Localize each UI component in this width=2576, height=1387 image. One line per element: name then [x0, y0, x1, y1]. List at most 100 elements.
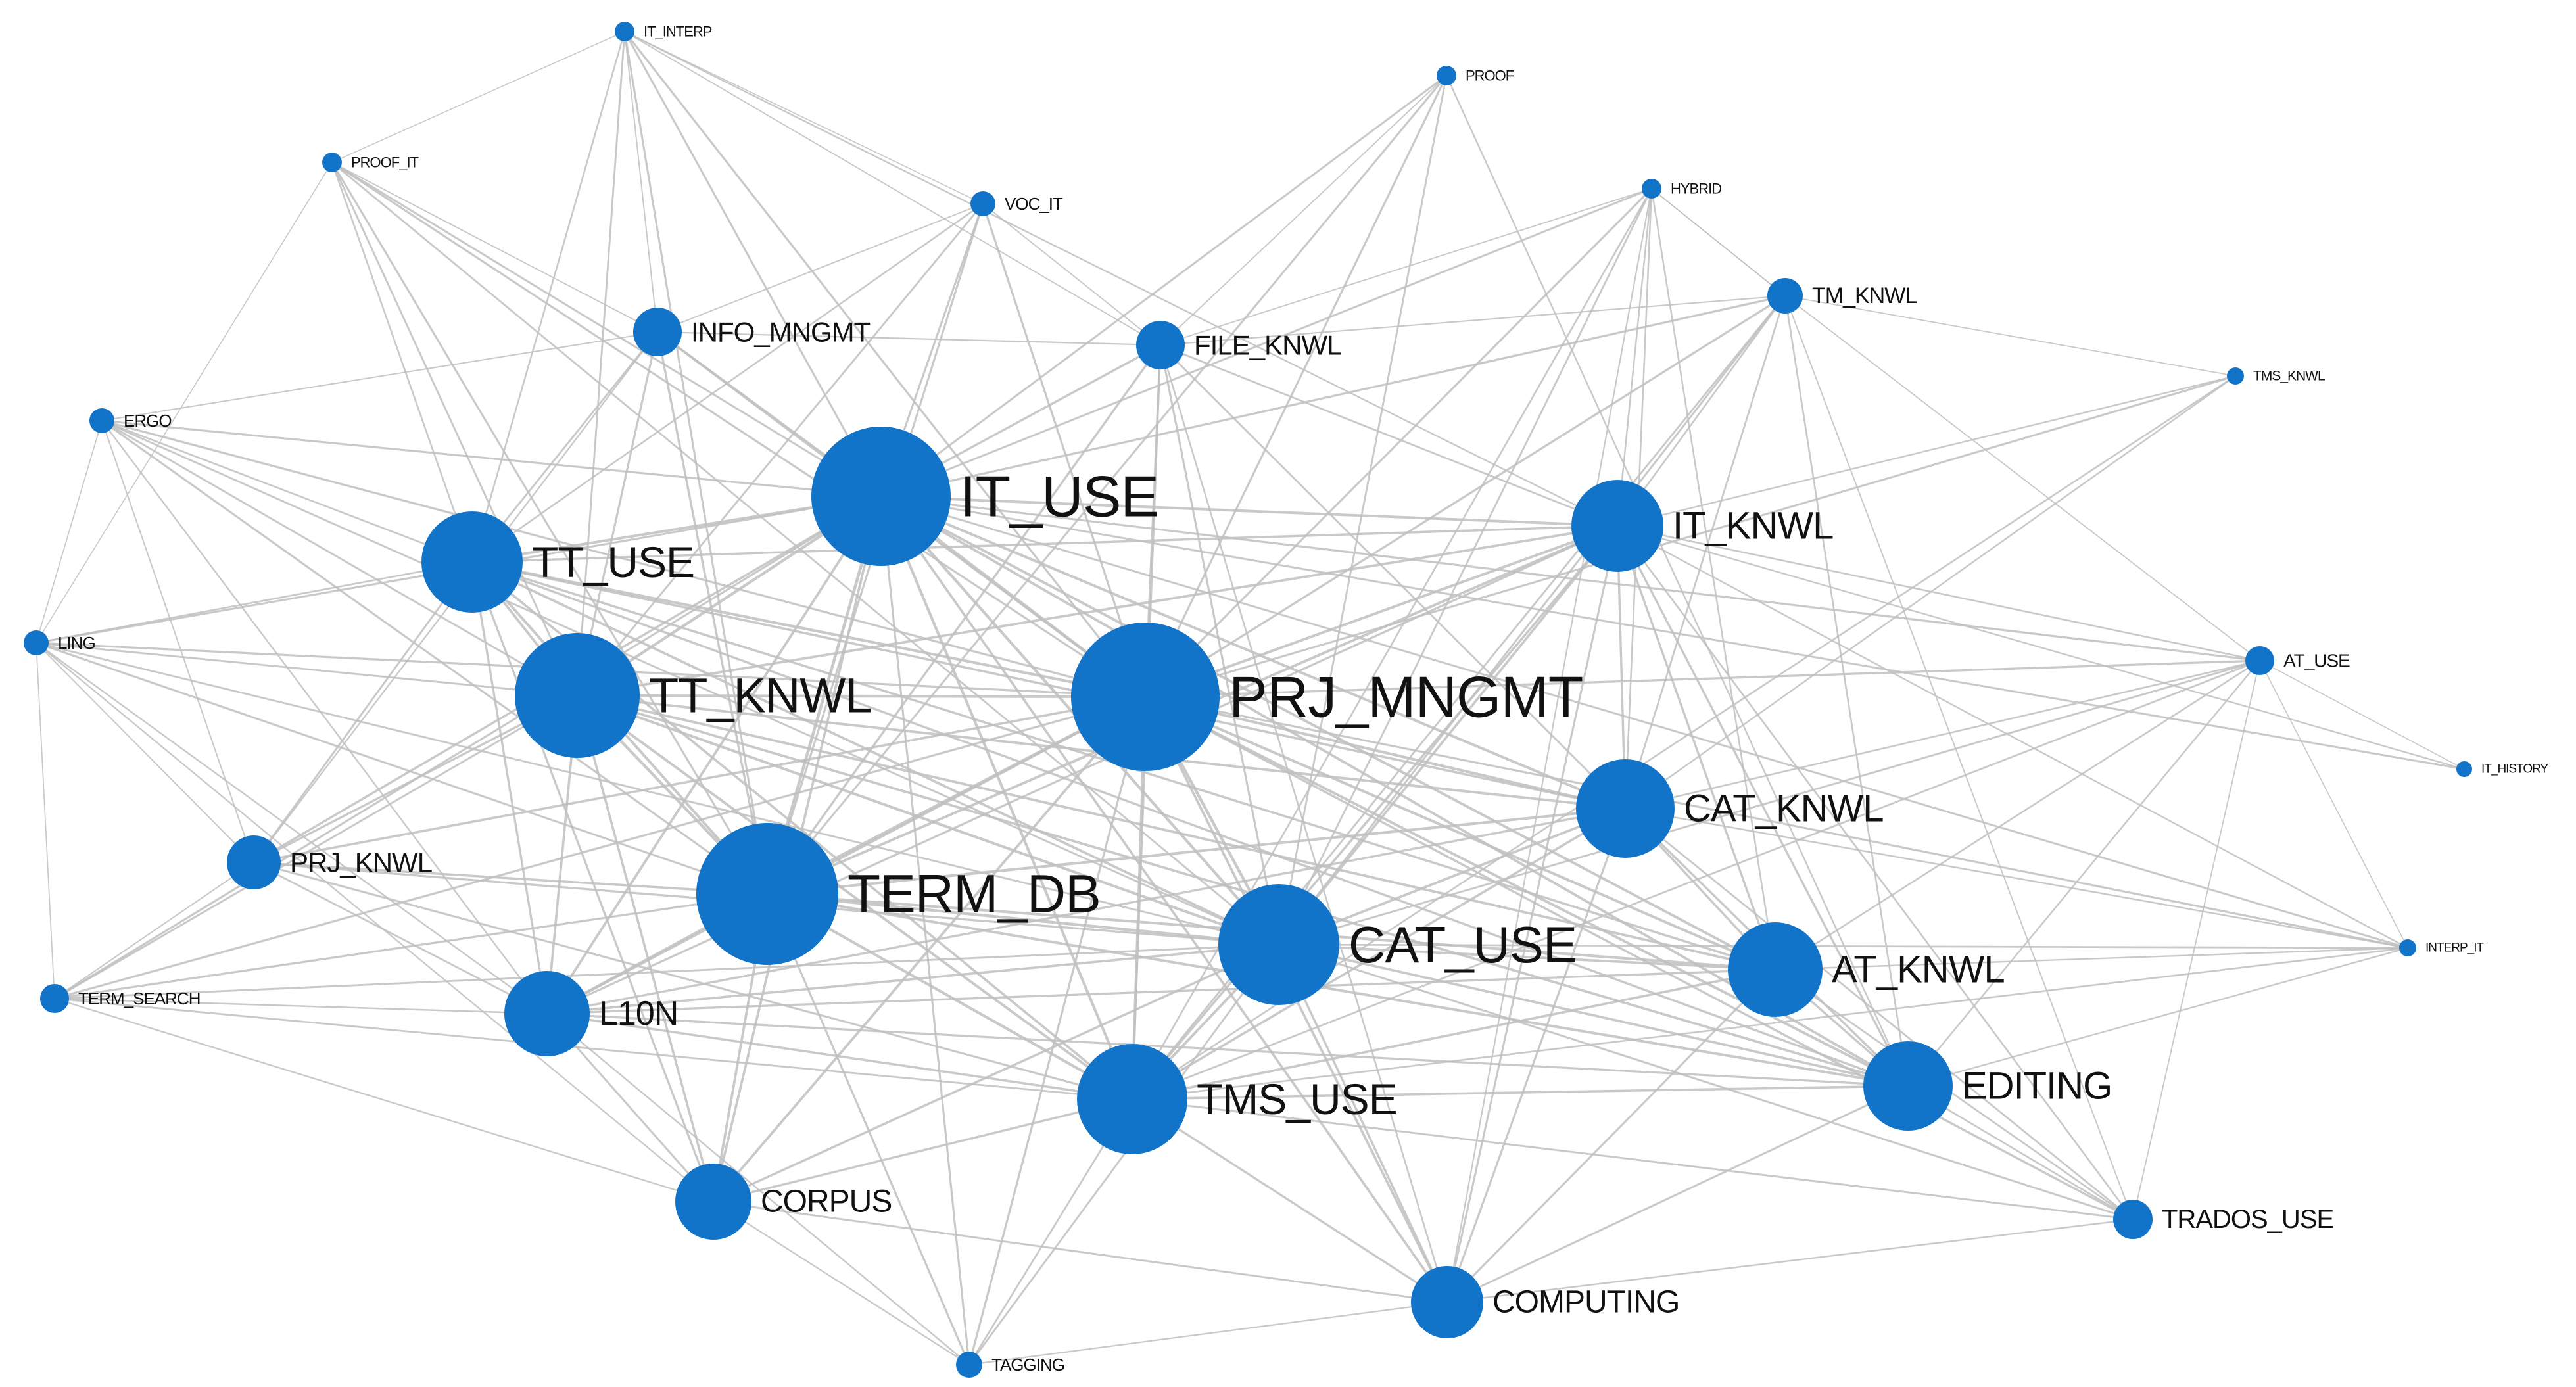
edge-TT_USE-L10N	[471, 561, 548, 1015]
label-AT_KNWL: AT_KNWL	[1832, 949, 2005, 991]
label-PROOF: PROOF	[1466, 68, 1514, 84]
node-ERGO[interactable]	[89, 408, 114, 433]
edge-PROOF-FILE_KNWL	[1160, 75, 1447, 346]
label-TAGGING: TAGGING	[991, 1355, 1064, 1375]
edge-INTERP_IT-IT_USE	[880, 495, 2409, 949]
edge-COMPUTING-EDITING	[1446, 1085, 1909, 1304]
label-CAT_USE: CAT_USE	[1348, 916, 1577, 974]
edge-TERM_DB-CAT_KNWL	[765, 807, 1627, 896]
edge-CAT_KNWL-L10N	[546, 807, 1627, 1015]
node-TT_KNWL[interactable]	[515, 633, 640, 758]
edge-TAGGING-TERM_DB	[766, 893, 970, 1366]
label-ERGO: ERGO	[124, 411, 172, 431]
edge-ERGO-CAT_USE	[101, 419, 1280, 946]
edge-COMPUTING-HYBRID	[1446, 187, 1653, 1304]
edge-TM_KNWL-IT_KNWL	[1616, 294, 1786, 527]
label-CORPUS: CORPUS	[761, 1185, 892, 1219]
node-VOC_IT[interactable]	[970, 191, 995, 216]
edge-TAGGING-L10N	[546, 1012, 970, 1366]
node-IT_KNWL[interactable]	[1571, 480, 1663, 572]
node-EDITING[interactable]	[1863, 1041, 1953, 1131]
label-CAT_KNWL: CAT_KNWL	[1684, 788, 1884, 830]
edge-CORPUS-TERM_SEARCH	[53, 997, 715, 1203]
node-TAGGING[interactable]	[956, 1352, 982, 1378]
node-CAT_KNWL[interactable]	[1576, 759, 1675, 858]
edge-VOC_IT-PRJ_MNGMT	[982, 202, 1147, 698]
edge-TRADOS_USE-CAT_KNWL	[1624, 807, 2134, 1221]
node-TMS_KNWL[interactable]	[2227, 367, 2244, 385]
edge-COMPUTING-TMS_USE	[1131, 1098, 1448, 1304]
node-IT_USE[interactable]	[811, 427, 951, 566]
edge-TERM_SEARCH-TT_KNWL	[53, 694, 579, 1000]
label-HYBRID: HYBRID	[1671, 181, 1721, 197]
edge-INTERP_IT-EDITING	[1907, 947, 2409, 1087]
edge-TMS_KNWL-PRJ_MNGMT	[1144, 375, 2237, 698]
edge-IT_HISTORY-IT_USE	[880, 495, 2466, 770]
label-IT_HISTORY: IT_HISTORY	[2481, 763, 2549, 776]
edge-PRJ_KNWL-TERM_SEARCH	[53, 861, 255, 1000]
node-TMS_USE[interactable]	[1077, 1044, 1187, 1154]
label-AT_USE: AT_USE	[2283, 651, 2350, 671]
node-IT_INTERP[interactable]	[615, 22, 634, 41]
node-TT_USE[interactable]	[421, 511, 523, 613]
node-CORPUS[interactable]	[675, 1164, 751, 1240]
edge-CORPUS-LING	[35, 642, 715, 1203]
edge-CORPUS-CAT_USE	[712, 943, 1280, 1203]
node-PROOF[interactable]	[1437, 66, 1456, 85]
label-L10N: L10N	[599, 995, 678, 1033]
node-PRJ_MNGMT[interactable]	[1071, 623, 1220, 771]
edge-LING-L10N	[35, 642, 548, 1015]
node-CAT_USE[interactable]	[1218, 884, 1339, 1005]
node-HYBRID[interactable]	[1642, 179, 1661, 199]
edge-FILE_KNWL-HYBRID	[1160, 188, 1652, 346]
edge-AT_USE-TMS_USE	[1131, 659, 2261, 1100]
node-COMPUTING[interactable]	[1411, 1266, 1483, 1338]
edge-HYBRID-AT_KNWL	[1650, 187, 1777, 971]
edge-ERGO-IT_USE	[101, 419, 882, 498]
edge-TERM_SEARCH-IT_USE	[53, 495, 882, 1000]
edge-CAT_USE-L10N	[546, 943, 1280, 1015]
node-AT_KNWL[interactable]	[1728, 922, 1823, 1017]
node-TERM_DB[interactable]	[696, 823, 838, 965]
label-TT_KNWL: TT_KNWL	[649, 669, 871, 723]
edge-INTERP_IT-TMS_USE	[1131, 947, 2409, 1100]
edge-FILE_KNWL-TM_KNWL	[1159, 294, 1786, 346]
node-INFO_MNGMT[interactable]	[633, 308, 682, 356]
edge-COMPUTING-CAT_KNWL	[1446, 807, 1627, 1304]
node-TERM_SEARCH[interactable]	[40, 984, 69, 1013]
edge-AT_USE-CAT_USE	[1277, 659, 2261, 946]
node-AT_USE[interactable]	[2245, 646, 2274, 675]
edge-CORPUS-COMPUTING	[712, 1200, 1448, 1304]
edge-TRADOS_USE-AT_KNWL	[1774, 968, 2134, 1221]
edge-TMS_KNWL-CAT_KNWL	[1624, 375, 2237, 810]
label-IT_USE: IT_USE	[960, 464, 1158, 529]
node-TM_KNWL[interactable]	[1767, 278, 1803, 314]
edge-CAT_USE-EDITING	[1277, 943, 1909, 1087]
node-FILE_KNWL[interactable]	[1136, 321, 1185, 369]
edge-LING-TERM_SEARCH	[36, 642, 55, 999]
node-LING[interactable]	[24, 630, 49, 655]
edge-VOC_IT-TT_USE	[471, 202, 984, 563]
node-INTERP_IT[interactable]	[2399, 939, 2416, 956]
edge-TMS_USE-CAT_KNWL	[1131, 807, 1627, 1100]
node-PRJ_KNWL[interactable]	[227, 835, 281, 889]
edge-IT_INTERP-VOC_IT	[624, 31, 984, 204]
label-INFO_MNGMT: INFO_MNGMT	[691, 317, 871, 348]
edge-INFO_MNGMT-FILE_KNWL	[656, 331, 1162, 346]
edge-AT_USE-TRADOS_USE	[2132, 660, 2260, 1220]
node-IT_HISTORY[interactable]	[2456, 761, 2472, 777]
edge-IT_INTERP-TT_USE	[471, 30, 626, 563]
node-PROOF_IT[interactable]	[322, 153, 342, 172]
edge-LING-TT_KNWL	[35, 642, 579, 697]
edge-VOC_IT-TT_KNWL	[576, 202, 984, 697]
edge-INTERP_IT-PRJ_MNGMT	[1144, 695, 2409, 949]
edge-ERGO-L10N	[101, 419, 548, 1015]
edge-TAGGING-CAT_USE	[968, 943, 1280, 1366]
edge-TM_KNWL-TMS_KNWL	[1784, 295, 2236, 377]
node-TRADOS_USE[interactable]	[2113, 1200, 2153, 1239]
edge-HYBRID-IT_KNWL	[1616, 187, 1653, 527]
edge-TM_KNWL-TRADOS_USE	[1784, 294, 2134, 1221]
node-L10N[interactable]	[504, 971, 590, 1056]
